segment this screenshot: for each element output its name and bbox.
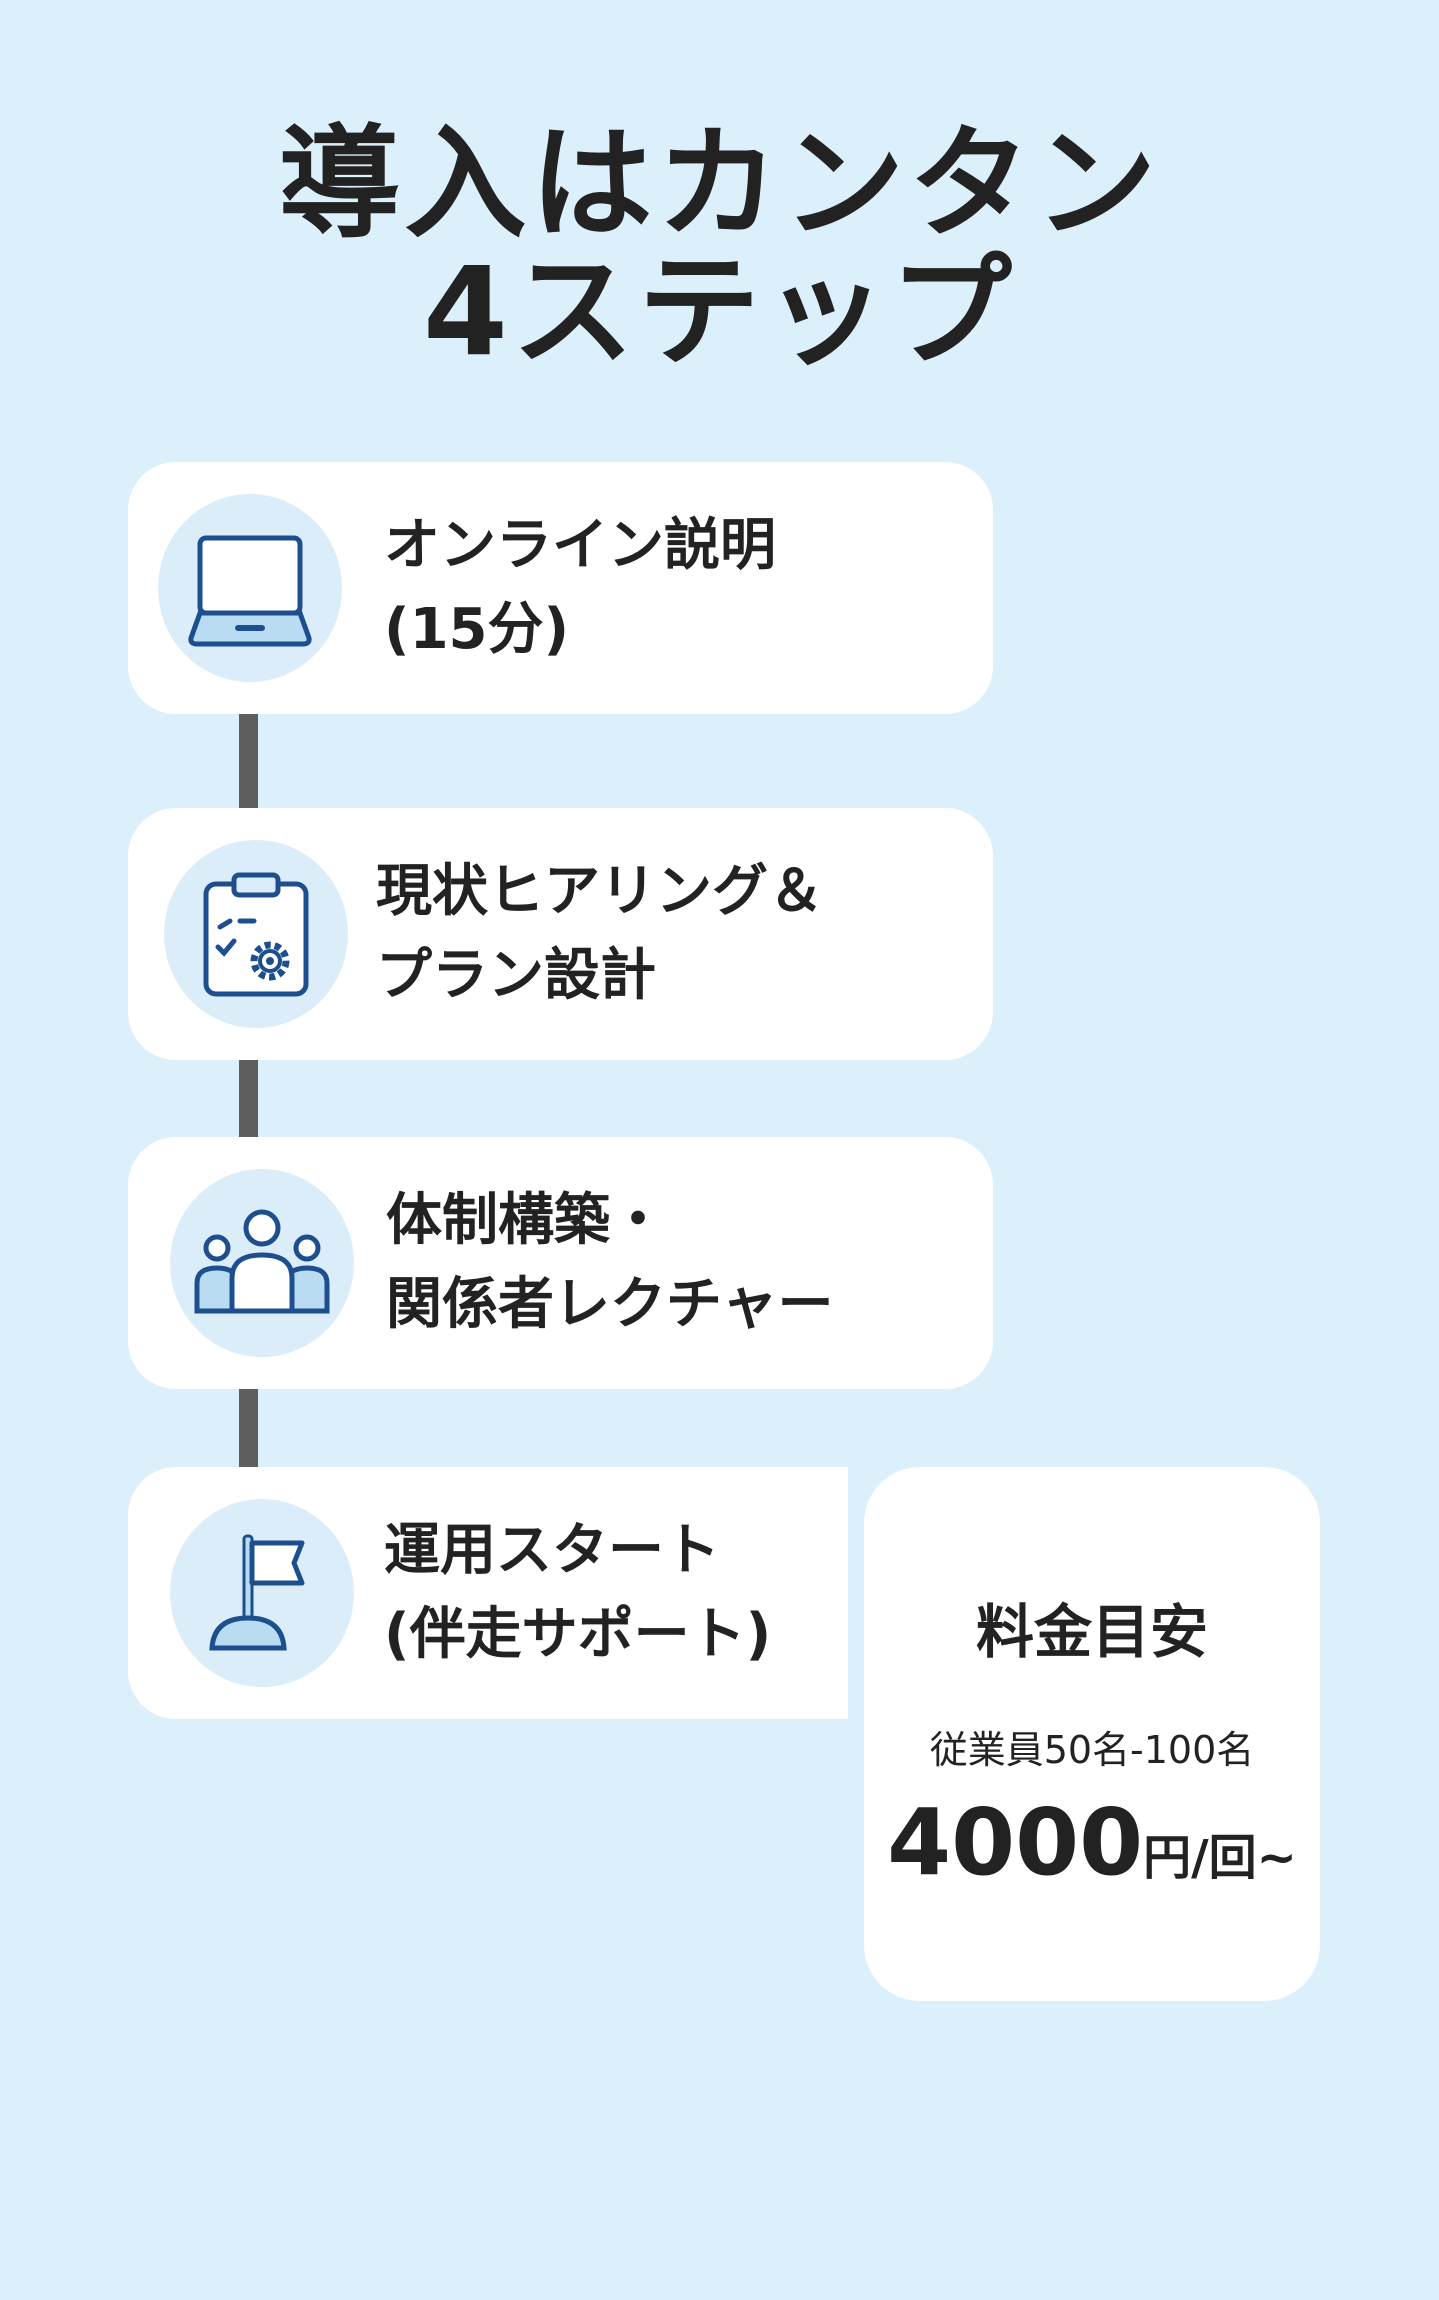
title-line2: 4ステップ xyxy=(423,241,1016,383)
step-label: オンライン説明(15分) xyxy=(384,513,776,662)
laptop-icon xyxy=(158,494,342,682)
step-card-1: オンライン説明(15分) xyxy=(128,462,993,714)
step-connector xyxy=(239,1059,258,1139)
step-label: 体制構築・関係者レクチャー xyxy=(386,1188,834,1337)
price-number: 4000 xyxy=(887,1789,1144,1896)
price-unit: 円/回~ xyxy=(1143,1830,1297,1886)
team-icon xyxy=(170,1169,354,1357)
pricing-card: 料金目安 従業員50名-100名 4000円/回~ xyxy=(864,1467,1320,2001)
pricing-title: 料金目安 xyxy=(975,1598,1208,1666)
step-card-3: 体制構築・関係者レクチャー xyxy=(128,1137,993,1389)
step-card-4: 運用スタート(伴走サポート) xyxy=(128,1467,848,1719)
pricing-condition: 従業員50名-100名 xyxy=(929,1728,1255,1772)
title-line1: 導入はカンタン xyxy=(278,113,1161,255)
page-title: 導入はカンタン 4ステップ xyxy=(0,120,1439,376)
pricing-amount: 4000円/回~ xyxy=(864,1789,1320,1896)
step-label: 運用スタート(伴走サポート) xyxy=(384,1518,772,1667)
step-card-2: 現状ヒアリング＆プラン設計 xyxy=(128,808,993,1060)
flag-icon xyxy=(170,1499,354,1687)
clipboard-gear-icon xyxy=(164,840,348,1028)
step-label: 現状ヒアリング＆プラン設計 xyxy=(376,859,824,1008)
step-connector xyxy=(239,712,258,810)
step-connector xyxy=(239,1389,258,1469)
